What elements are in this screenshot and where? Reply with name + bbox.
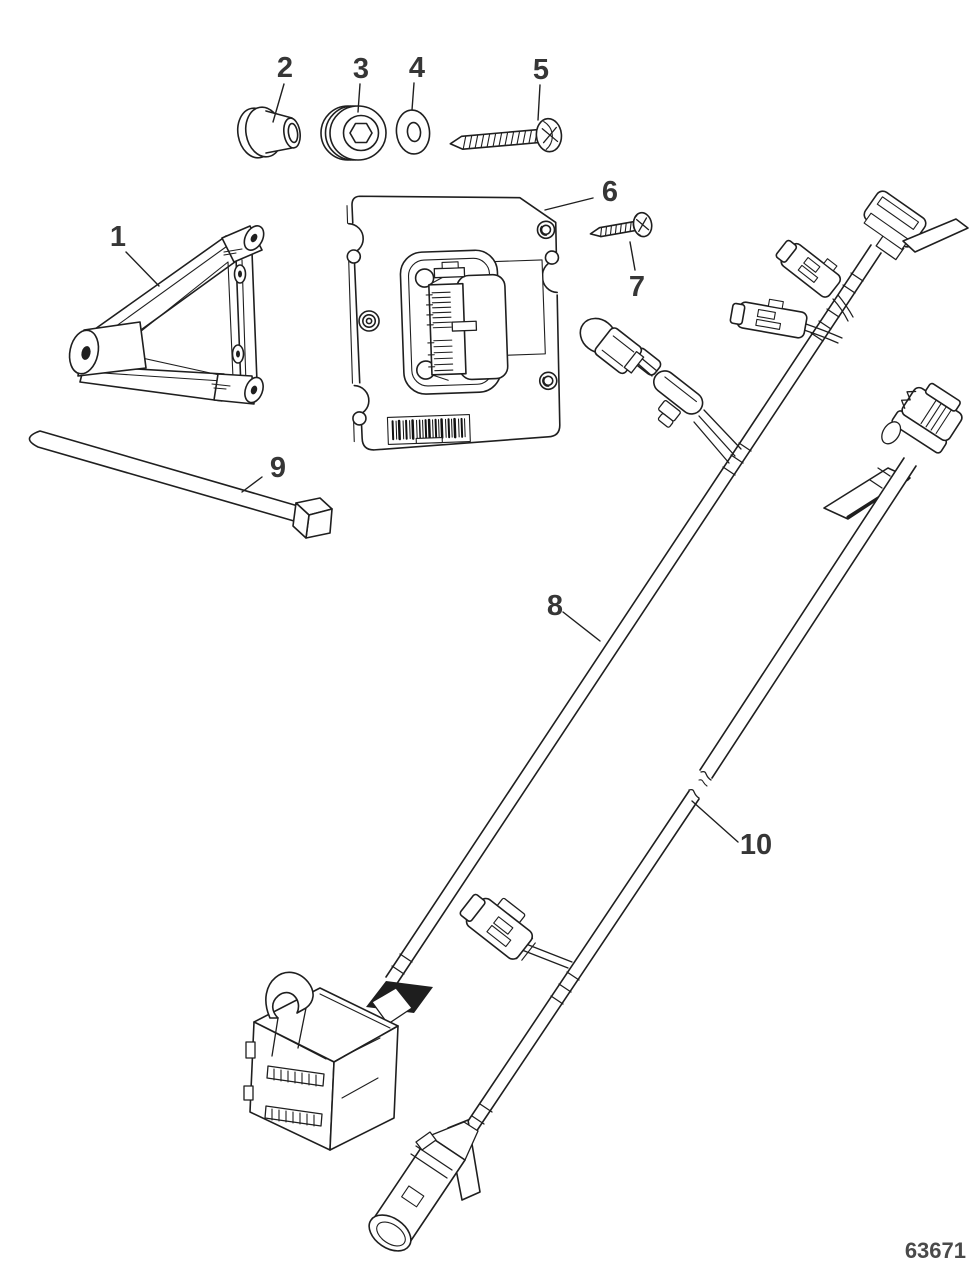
callout-leader-2 bbox=[272, 83, 285, 123]
part-10-wiring-harness-extension bbox=[368, 382, 963, 1252]
callout-label-5: 5 bbox=[533, 54, 549, 86]
callout-leader-5 bbox=[537, 84, 541, 121]
callout-leader-10 bbox=[691, 800, 739, 843]
part-4-washer bbox=[395, 109, 431, 155]
callout-leader-4 bbox=[411, 82, 415, 111]
part-3-plug bbox=[320, 105, 387, 161]
harness-8-branch bbox=[579, 317, 742, 464]
harness-8-pigtail-connector-b bbox=[729, 298, 843, 344]
harness-10-tape-bands bbox=[471, 467, 891, 1125]
harness-10-end-connector bbox=[368, 1119, 481, 1252]
part-2-bushing bbox=[236, 106, 301, 159]
callout-label-2: 2 bbox=[277, 52, 293, 84]
callout-leader-9 bbox=[241, 476, 263, 493]
drawing-number: 63671 bbox=[905, 1238, 966, 1263]
barcode bbox=[386, 414, 471, 445]
harness-10-top-connector bbox=[881, 382, 963, 454]
callout-label-8: 8 bbox=[547, 590, 563, 622]
callout-label-4: 4 bbox=[409, 52, 425, 84]
harness-10-mid-connector bbox=[459, 893, 573, 969]
harness-8-tape-bands bbox=[391, 272, 864, 975]
callout-labels: 1 2 3 4 5 6 7 8 9 10 63671 bbox=[110, 52, 966, 1263]
part-6-module-mounting-plate bbox=[342, 195, 563, 451]
harness-8-main-connector bbox=[243, 971, 413, 1151]
callout-leader-7 bbox=[629, 241, 636, 271]
harness-8-top-connector bbox=[863, 190, 969, 261]
part-1-mounting-bracket bbox=[68, 225, 265, 405]
part-7-screw-short bbox=[589, 211, 653, 238]
part-9-cable-tie bbox=[28, 430, 333, 539]
callout-label-6: 6 bbox=[602, 176, 618, 208]
callout-label-1: 1 bbox=[110, 221, 126, 253]
callout-label-10: 10 bbox=[740, 829, 772, 861]
harness-8-flag bbox=[902, 218, 969, 253]
callout-leader-3 bbox=[357, 83, 361, 113]
callout-leader-6 bbox=[544, 197, 594, 211]
harness-8-branch-connector bbox=[579, 317, 645, 375]
callout-leaders bbox=[125, 82, 739, 843]
callout-label-7: 7 bbox=[629, 271, 645, 303]
part-5-screw-long bbox=[449, 117, 563, 153]
harness-8-pigtail-connector-a bbox=[775, 239, 854, 322]
callout-leader-8 bbox=[562, 611, 601, 642]
callout-leader-1 bbox=[125, 251, 160, 287]
part-8-wiring-harness bbox=[243, 190, 969, 1151]
callout-label-3: 3 bbox=[353, 53, 369, 85]
callout-label-9: 9 bbox=[270, 452, 286, 484]
